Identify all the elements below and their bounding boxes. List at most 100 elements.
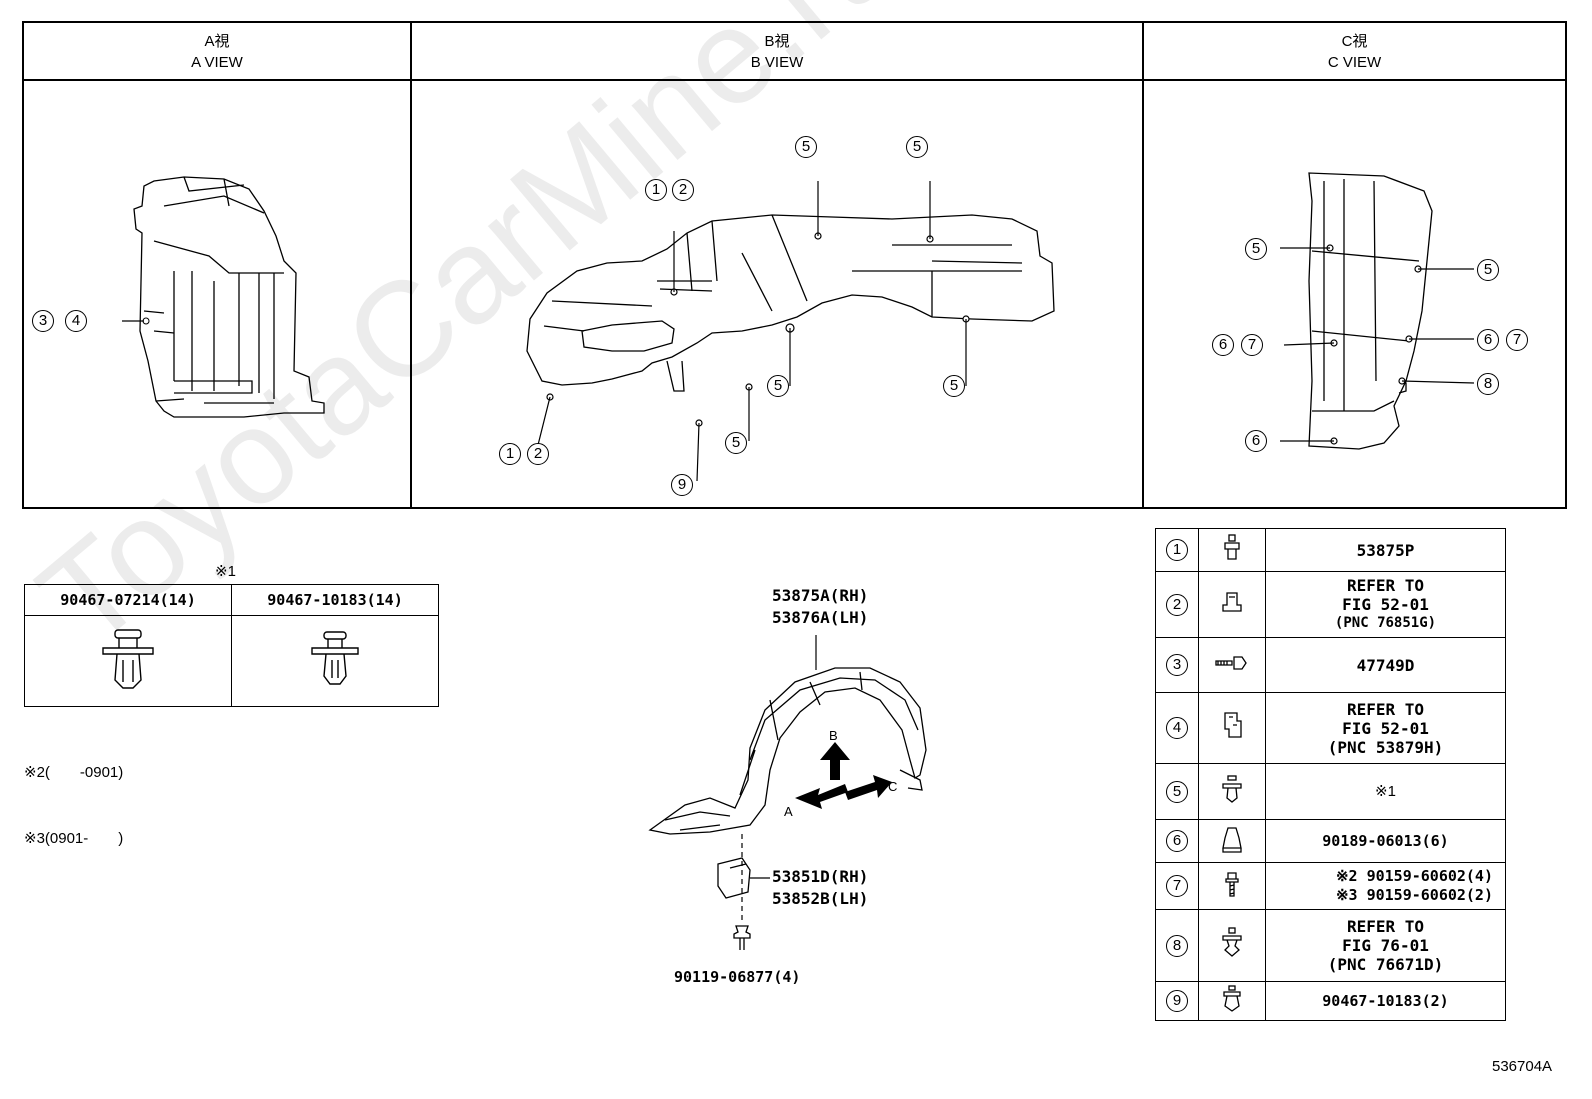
ref-line: 47749D — [1356, 655, 1415, 675]
flap-part-numbers: 53851D(RH) 53852B(LH) — [772, 866, 868, 910]
push-clip-large-icon — [102, 628, 154, 689]
bracket-clip-icon — [1224, 711, 1242, 738]
christmas-clip-icon — [1222, 927, 1242, 957]
ref-line: ※3 90159-60602(2) — [1335, 886, 1493, 904]
parts-ref-1: 53875P — [1265, 528, 1506, 572]
parts-num-7: 7 — [1166, 875, 1188, 897]
note-2: ※2( -0901) — [24, 764, 124, 781]
parts-table: 1 53875P 2 REFER TO FIG 52-01 (PNC 76851… — [1155, 528, 1506, 1021]
callout-5-top-left: 5 — [795, 136, 817, 158]
push-clip-small-icon — [311, 630, 359, 685]
clip-col-1-header: 90467-07214(14) — [24, 584, 232, 616]
parts-row: 1 53875P — [1155, 528, 1506, 572]
screw-grommet-icon — [1224, 533, 1240, 560]
a-view-panel: A視 A VIEW 3 4 — [24, 23, 410, 507]
parts-ref-4: REFER TO FIG 52-01 (PNC 53879H) — [1265, 692, 1506, 764]
callout-5-center: 5 — [767, 375, 789, 397]
push-clip-icon — [1222, 775, 1242, 803]
parts-num-2: 2 — [1166, 593, 1188, 616]
parts-row: 4 REFER TO FIG 52-01 (PNC 53879H) — [1155, 692, 1506, 764]
callout-1-bottom: 1 — [499, 443, 521, 465]
a-view-label-en: A VIEW — [191, 54, 243, 71]
nut-clip-icon — [1222, 592, 1242, 612]
ref-line: REFER TO — [1346, 576, 1425, 595]
ref-line: REFER TO — [1346, 699, 1425, 719]
flap-rh-label: 53851D(RH) — [772, 867, 869, 886]
arrow-c-label: C — [888, 779, 898, 794]
callout-3: 3 — [32, 310, 54, 332]
parts-ref-2: REFER TO FIG 52-01 (PNC 76851G) — [1265, 571, 1506, 638]
flap-lh-label: 53852B(LH) — [772, 889, 869, 908]
ref-line: ※1 — [1375, 783, 1396, 800]
callout-5-left: 5 — [1245, 238, 1267, 260]
ref-line: (PNC 76671D) — [1327, 955, 1444, 974]
liner-part-numbers: 53875A(RH) 53876A(LH) — [772, 585, 868, 629]
clip-table: 90467-07214(14) 90467-10183(14) — [24, 584, 439, 707]
b-view-panel: B視 B VIEW — [410, 23, 1142, 507]
push-rivet-icon — [1223, 984, 1241, 1012]
callout-7-left: 7 — [1241, 334, 1263, 356]
clip-col-2-image — [231, 615, 439, 707]
ref-line: REFER TO — [1346, 917, 1425, 936]
views-panel: A視 A VIEW 3 4 B視 B VIEW — [22, 21, 1567, 509]
clip-col-2-header: 90467-10183(14) — [231, 584, 439, 616]
callout-6-left: 6 — [1212, 334, 1234, 356]
callout-1-top: 1 — [645, 179, 667, 201]
liner-lh-label: 53876A(LH) — [772, 608, 869, 627]
parts-num-3: 3 — [1166, 654, 1188, 676]
callout-9: 9 — [671, 474, 693, 496]
b-view-header: B視 B VIEW — [412, 23, 1142, 81]
ref-line: 90189-06013(6) — [1322, 831, 1449, 850]
callout-5-right: 5 — [943, 375, 965, 397]
a-view-header: A視 A VIEW — [24, 23, 410, 81]
parts-num-1: 1 — [1166, 539, 1188, 561]
c-view-panel: C視 C VIEW 5 5 6 7 — [1142, 23, 1565, 507]
callout-8: 8 — [1477, 373, 1499, 395]
b-view-label-jp: B視 — [764, 33, 790, 50]
parts-num-6: 6 — [1166, 830, 1188, 852]
arrow-b-label: B — [829, 728, 838, 743]
clip-table-mark: ※1 — [215, 563, 236, 580]
parts-ref-8: REFER TO FIG 76-01 (PNC 76671D) — [1265, 909, 1506, 982]
callout-6-bottom: 6 — [1245, 430, 1267, 452]
b-view-label-en: B VIEW — [750, 54, 804, 71]
c-view-header: C視 C VIEW — [1144, 23, 1565, 81]
ref-line: (PNC 76851G) — [1334, 615, 1437, 631]
callout-5-bottom: 5 — [725, 432, 747, 454]
parts-row: 2 REFER TO FIG 52-01 (PNC 76851G) — [1155, 571, 1506, 638]
parts-row: 5 ※1 — [1155, 763, 1506, 820]
ref-line: FIG 52-01 — [1342, 595, 1429, 614]
arrow-c-icon — [845, 775, 892, 800]
nut-icon — [1222, 826, 1242, 853]
parts-row: 6 90189-06013(6) — [1155, 819, 1506, 863]
arrow-a-icon — [795, 784, 848, 809]
callout-6-right: 6 — [1477, 329, 1499, 351]
a-view-label-jp: A視 — [204, 33, 230, 50]
callout-5-top-right: 5 — [906, 136, 928, 158]
parts-ref-9: 90467-10183(2) — [1265, 981, 1506, 1021]
c-view-label-jp: C視 — [1341, 33, 1368, 50]
callout-2-bottom: 2 — [527, 443, 549, 465]
fender-liner-drawing — [648, 635, 927, 950]
callout-7-right: 7 — [1506, 329, 1528, 351]
a-view-drawing — [122, 176, 325, 418]
parts-ref-7: ※2 90159-60602(4) ※3 90159-60602(2) — [1265, 862, 1506, 910]
ref-line: 90467-10183(2) — [1322, 991, 1449, 1010]
clip-col-1-image — [24, 615, 232, 707]
screw-with-clip-icon — [1215, 655, 1247, 670]
parts-row: 3 47749D — [1155, 637, 1506, 693]
ref-line: 53875P — [1356, 540, 1415, 560]
figure-id: 536704A — [1492, 1058, 1553, 1075]
c-view-drawing — [1280, 172, 1475, 450]
screw-icon — [1225, 871, 1239, 897]
parts-num-9: 9 — [1166, 990, 1188, 1012]
parts-row: 8 REFER TO FIG 76-01 (PNC 76671D) — [1155, 909, 1506, 982]
ref-line: (PNC 53879H) — [1327, 737, 1444, 757]
parts-num-5: 5 — [1166, 780, 1188, 803]
ref-line: FIG 52-01 — [1342, 718, 1429, 738]
parts-num-4: 4 — [1166, 717, 1188, 739]
parts-ref-5: ※1 — [1265, 763, 1506, 820]
c-view-label-en: C VIEW — [1327, 54, 1382, 71]
arrow-b-icon — [820, 742, 850, 780]
b-view-drawing — [526, 181, 1055, 482]
